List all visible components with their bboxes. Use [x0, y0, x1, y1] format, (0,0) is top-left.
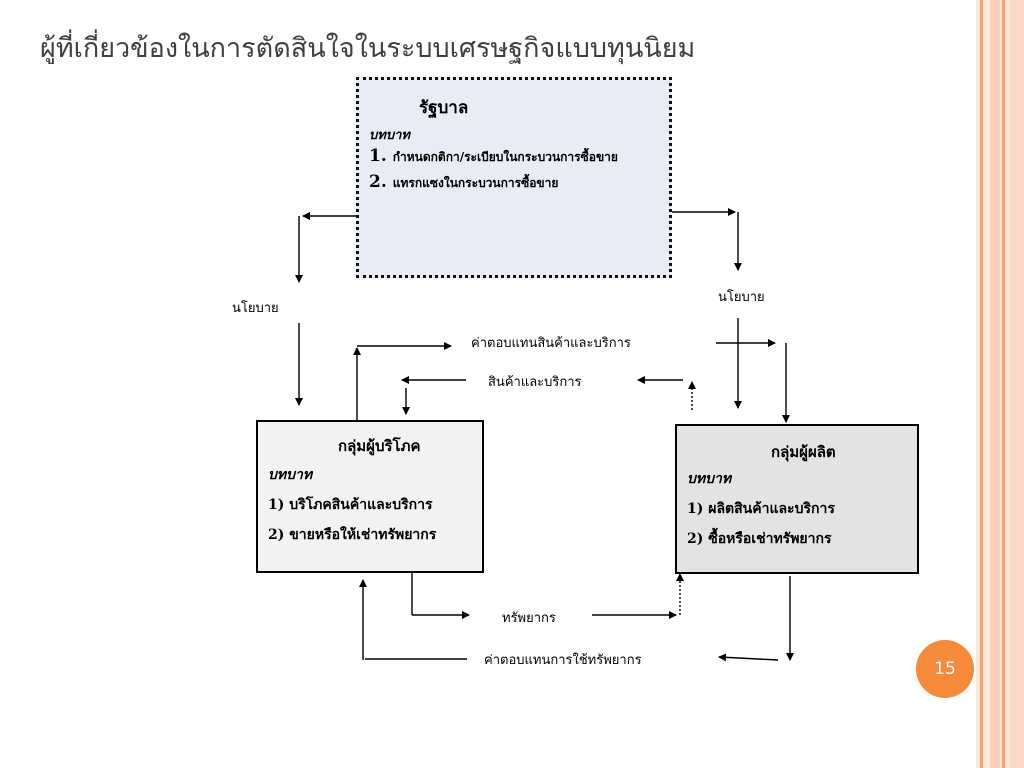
- item-text: กำหนดกติกา/ระเบียบในกระบวนการซื้อขาย: [392, 150, 618, 164]
- item-number: 2.: [369, 172, 387, 192]
- slide-title: ผู้ที่เกี่ยวข้องในการตัดสินใจในระบบเศรษฐ…: [40, 33, 696, 64]
- label-resources: ทรัพยากร: [502, 611, 556, 626]
- arrow-payment-resources-right: [718, 653, 779, 662]
- producers-title: กลุ่มผู้ผลิต: [771, 443, 836, 461]
- government-box: รัฐบาล บทบาท 1. กำหนดกติกา/ระเบียบในกระบว…: [356, 77, 672, 278]
- consumers-item: 1) บริโภคสินค้าและบริการ: [268, 497, 433, 513]
- item-number: 1.: [369, 146, 387, 166]
- label-payment-resources: ค่าตอบแทนการใช้ทรัพยากร: [484, 653, 642, 668]
- consumers-role-label: บทบาท: [268, 467, 313, 483]
- producers-item: 1) ผลิตสินค้าและบริการ: [687, 501, 835, 517]
- government-title: รัฐบาล: [419, 98, 469, 118]
- consumers-item: 2) ขายหรือให้เช่าทรัพยากร: [268, 527, 437, 543]
- consumers-box: กลุ่มผู้บริโภค บทบาท 1) บริโภคสินค้าและบ…: [256, 420, 484, 573]
- government-item: 1. กำหนดกติกา/ระเบียบในกระบวนการซื้อขาย: [369, 146, 618, 167]
- government-role-label: บทบาท: [369, 128, 410, 143]
- label-policy-right: นโยบาย: [718, 290, 765, 305]
- consumers-title: กลุ่มผู้บริโภค: [338, 437, 421, 455]
- item-text: แทรกแซงในกระบวนการซื้อขาย: [392, 176, 559, 190]
- decorative-side-stripes: [976, 0, 1024, 768]
- label-policy-left: นโยบาย: [232, 301, 279, 316]
- producers-box: กลุ่มผู้ผลิต บทบาท 1) ผลิตสินค้าและบริกา…: [675, 424, 919, 574]
- producers-role-label: บทบาท: [687, 471, 732, 487]
- label-payment-goods: ค่าตอบแทนสินค้าและบริการ: [471, 336, 631, 351]
- producers-item: 2) ซื้อหรือเช่าทรัพยากร: [687, 531, 832, 547]
- page-number-badge: 15: [916, 640, 974, 698]
- label-goods-services: สินค้าและบริการ: [488, 375, 582, 390]
- government-item: 2. แทรกแซงในกระบวนการซื้อขาย: [369, 172, 558, 193]
